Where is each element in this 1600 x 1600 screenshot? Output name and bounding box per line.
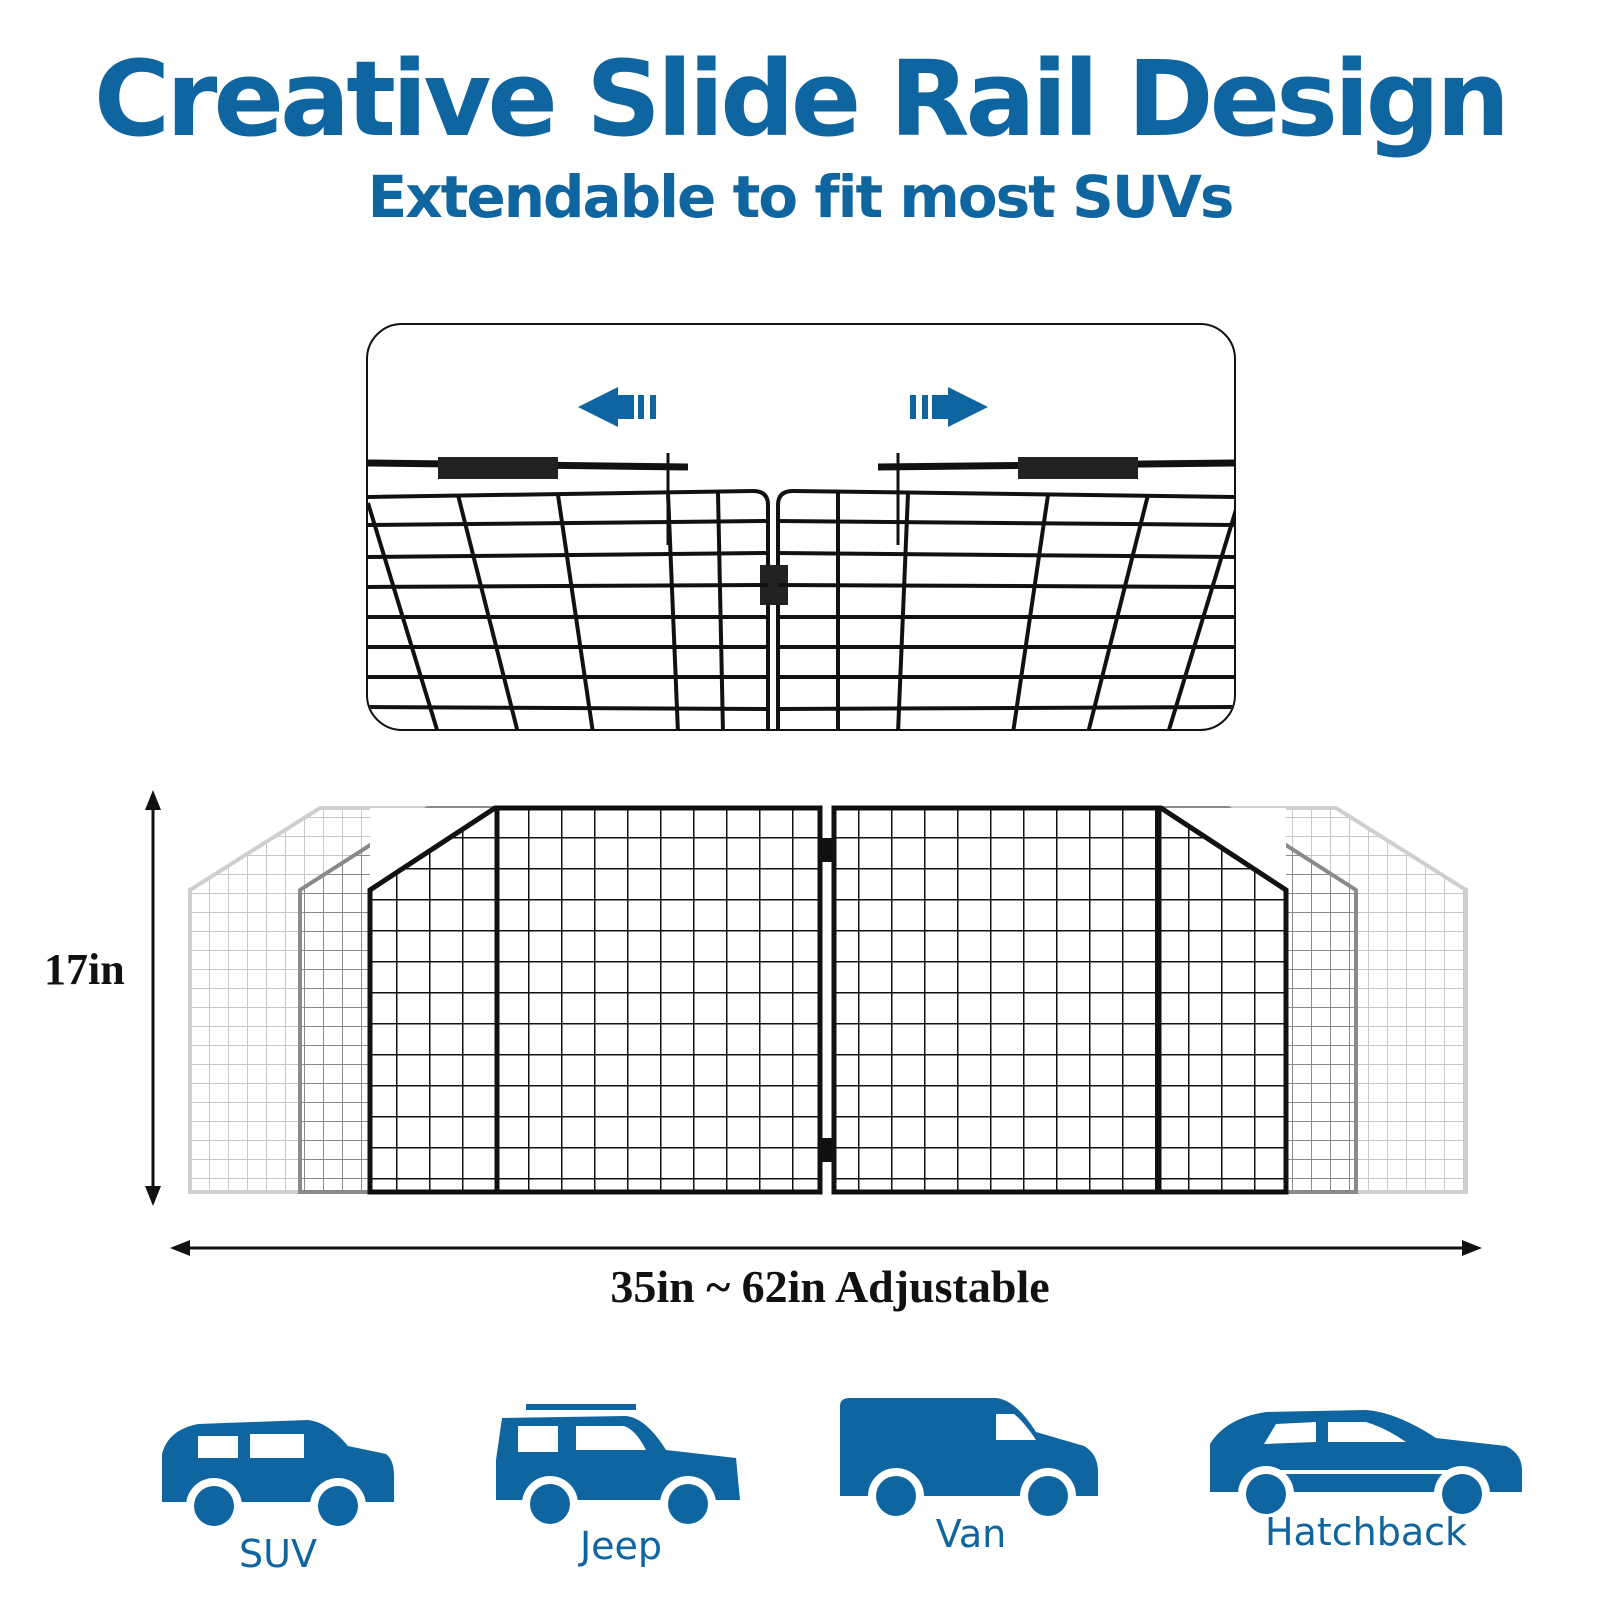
vehicle-label-suv: SUV [239, 1532, 317, 1576]
slide-rail-closeup [366, 323, 1236, 731]
vehicle-label-jeep: Jeep [579, 1524, 663, 1568]
vehicle-van: Van [836, 1396, 1106, 1576]
gate-dimension-diagram [145, 790, 1482, 1256]
vehicle-jeep: Jeep [496, 1400, 746, 1580]
width-arrow [170, 1240, 1482, 1256]
vehicle-label-van: Van [935, 1512, 1007, 1556]
jeep-icon [496, 1404, 740, 1530]
width-dimension-label: 35in ~ 62in Adjustable [610, 1261, 1050, 1312]
suv-icon [162, 1420, 394, 1530]
van-icon [840, 1398, 1098, 1524]
wire-grid-closeup [368, 453, 1234, 729]
arrow-right-icon [910, 387, 988, 427]
page-title: Creative Slide Rail Design [93, 38, 1510, 160]
hatchback-icon [1210, 1410, 1522, 1522]
gate-panel-min-extension [367, 805, 1289, 1195]
page-subtitle: Extendable to fit most SUVs [367, 163, 1235, 231]
arrow-left-icon [578, 387, 656, 427]
height-dimension-label: 17in [44, 945, 125, 994]
vehicle-hatchback: Hatchback [1206, 1404, 1526, 1574]
vehicle-label-hatchback: Hatchback [1264, 1510, 1468, 1554]
height-arrow [145, 790, 161, 1206]
vehicle-suv: SUV [158, 1410, 398, 1580]
